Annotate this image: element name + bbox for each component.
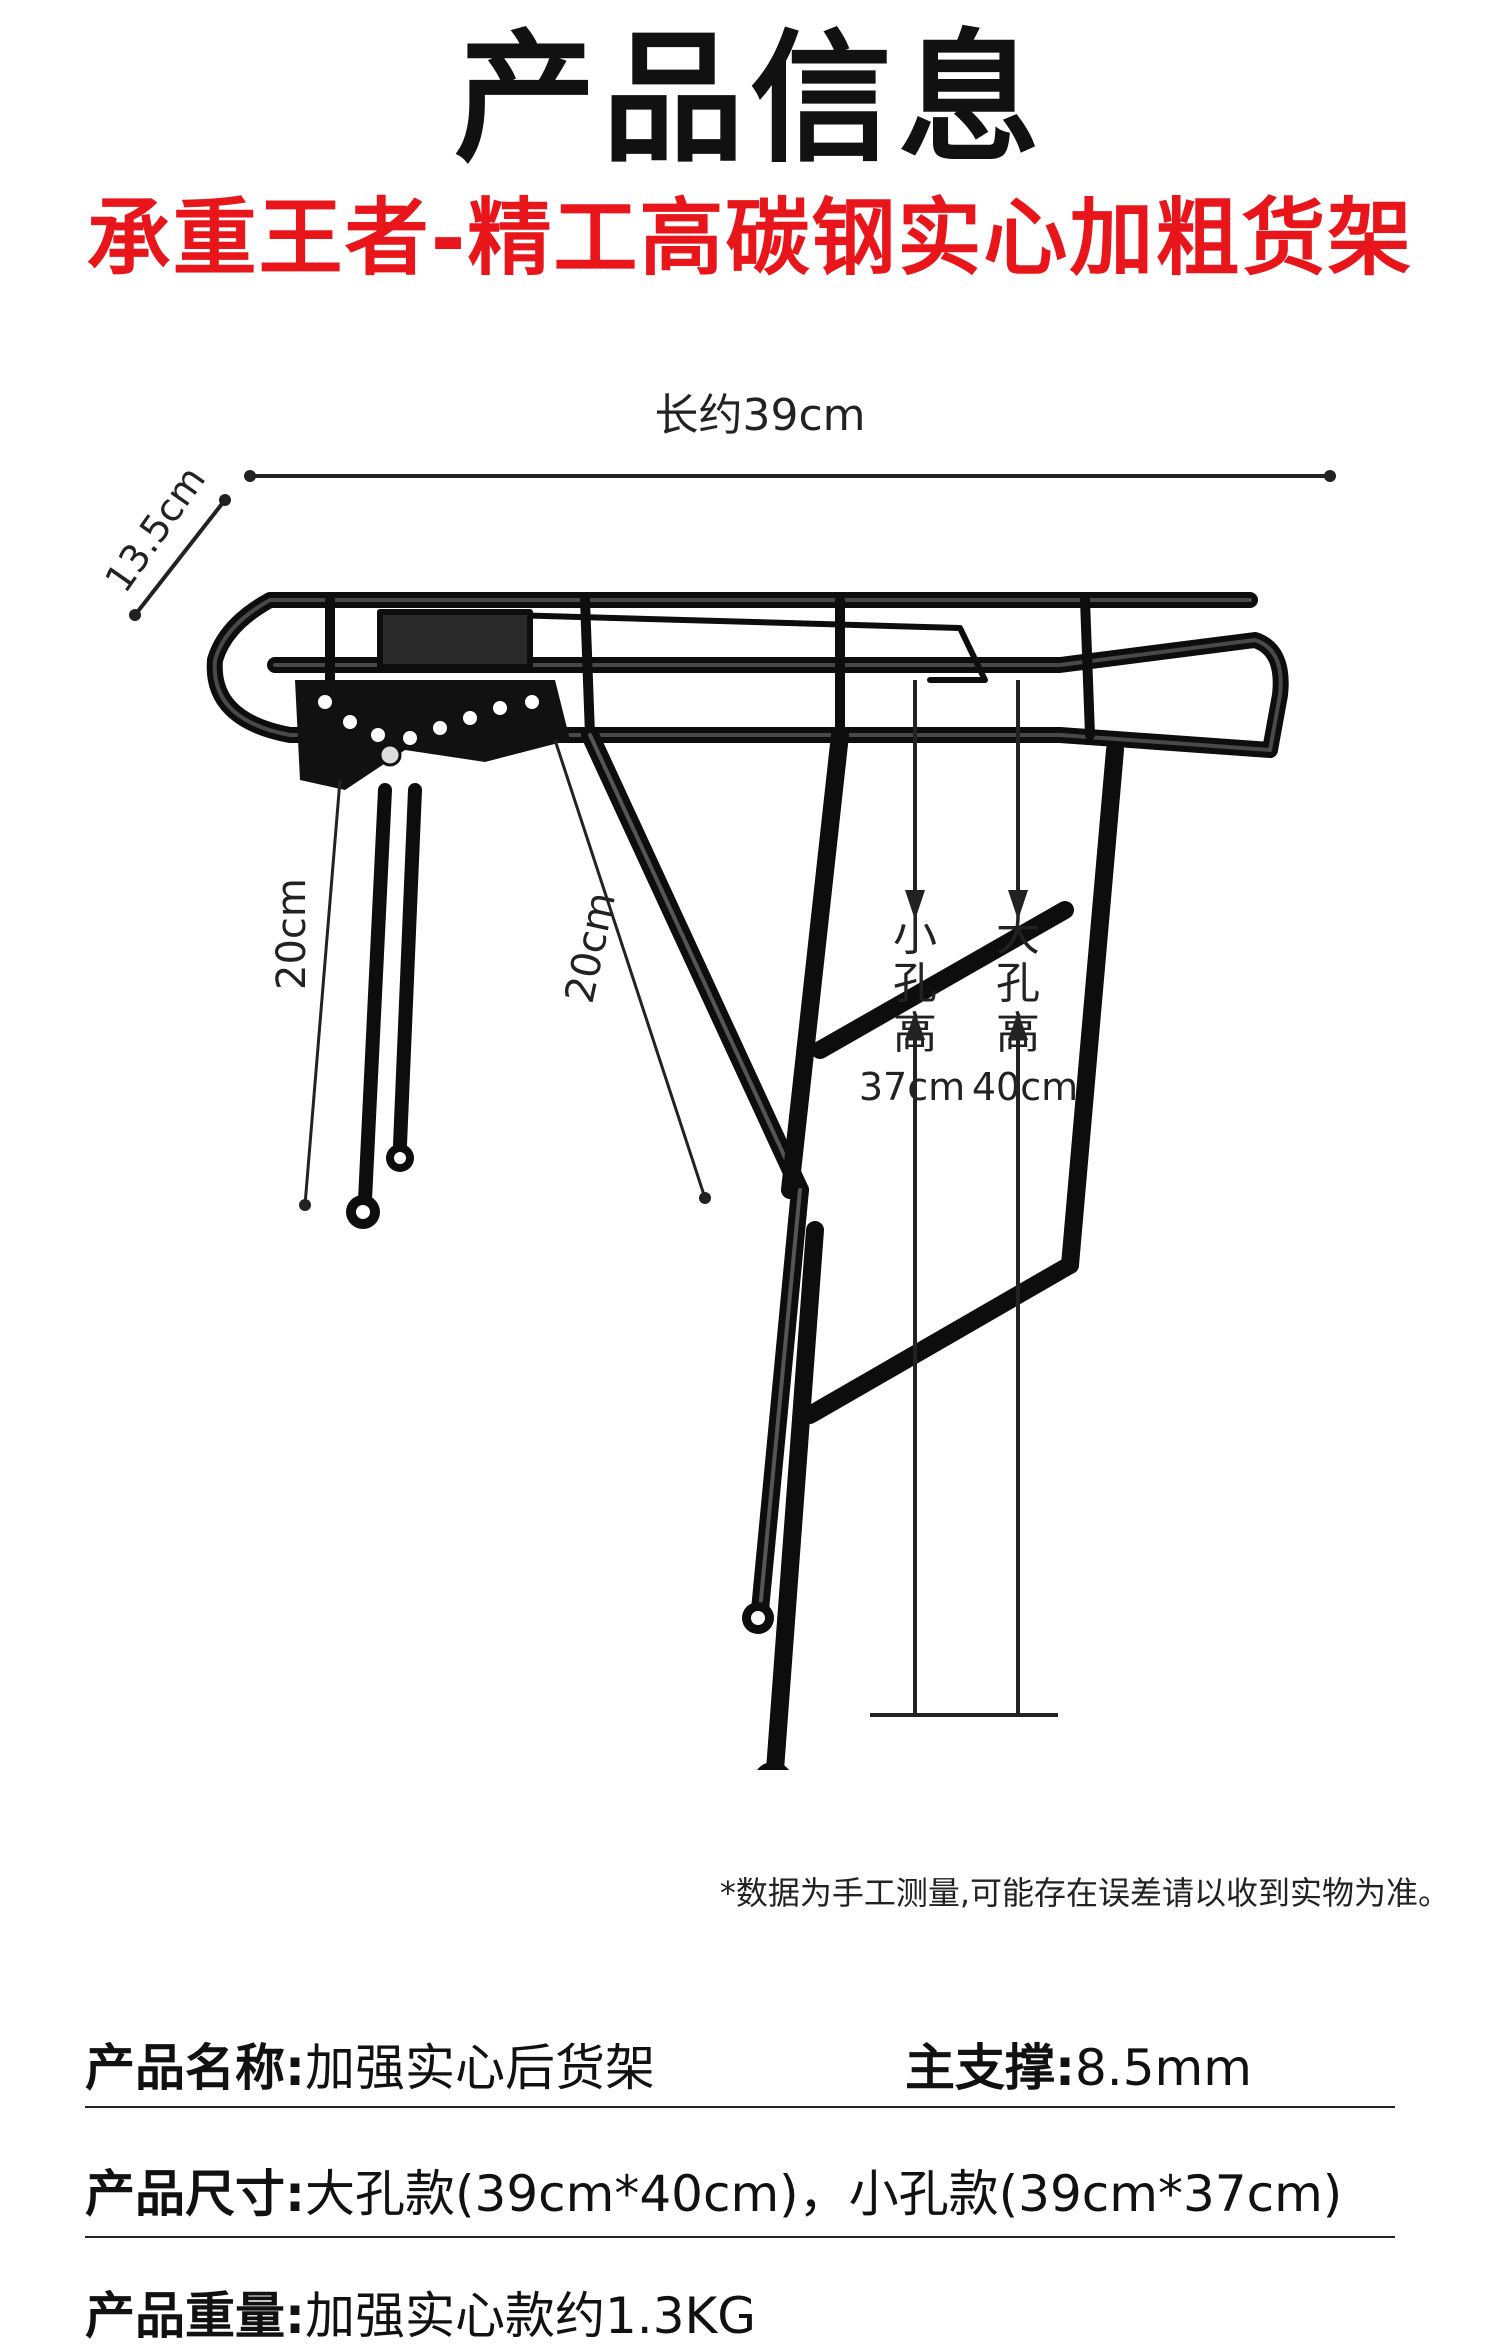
product-subtitle: 承重王者-精工高碳钢实心加粗货架 (86, 189, 1414, 287)
rear-rack (206, 592, 1289, 1770)
rack-diagram: 长约39cm 13.5cm (96, 390, 1336, 1770)
spec-size-value: 大孔款(39cm*40cm)，小孔款(39cm*37cm) (305, 2165, 1343, 2223)
spec-row-weight: 产品重量:加强实心款约1.3KG (85, 2276, 1395, 2348)
strut-left-label: 20cm (269, 878, 315, 990)
length-label: 长约39cm (654, 390, 865, 441)
large-hole-height-label: 大 孔 高 40cm (972, 910, 1078, 1109)
width-dimension-line (133, 498, 227, 617)
small-hole-height-label: 小 孔 高 37cm (859, 910, 965, 1109)
svg-text:小: 小 (893, 910, 937, 961)
svg-text:高: 高 (996, 1008, 1040, 1059)
spec-row-size: 产品尺寸:大孔款(39cm*40cm)，小孔款(39cm*37cm) (85, 2154, 1395, 2226)
spec-divider (85, 2106, 1395, 2108)
svg-text:40cm: 40cm (972, 1065, 1078, 1109)
svg-text:孔: 孔 (893, 958, 937, 1009)
spec-support-value: 8.5mm (1075, 2039, 1252, 2097)
measurement-note: *数据为手工测量,可能存在误差请以收到实物为准。 (719, 1874, 1450, 1912)
width-label: 13.5cm (96, 458, 214, 600)
page-title: 产品信息 (454, 17, 1046, 182)
spec-divider (85, 2236, 1395, 2238)
svg-text:大: 大 (996, 910, 1040, 961)
svg-text:37cm: 37cm (859, 1065, 965, 1109)
strut-right-label: 20cm (557, 888, 625, 1007)
spec-name-value: 加强实心后货架 (305, 2039, 655, 2097)
svg-text:孔: 孔 (996, 958, 1040, 1009)
spec-support-key: 主支撑: (905, 2039, 1075, 2097)
spec-size-key: 产品尺寸: (85, 2165, 305, 2223)
spec-name-key: 产品名称: (85, 2039, 305, 2097)
height-arrows (870, 680, 1058, 1717)
strut-left-dimension-line (303, 779, 342, 1206)
mount-plate-holes (318, 695, 539, 745)
spec-row-name: 产品名称:加强实心后货架 主支撑:8.5mm (85, 2028, 1395, 2100)
spec-weight-value: 加强实心款约1.3KG (305, 2287, 757, 2345)
mount-eyelets (346, 1144, 789, 1770)
spec-weight-key: 产品重量: (85, 2287, 305, 2345)
bolt-icon (378, 743, 402, 767)
svg-text:高: 高 (893, 1008, 937, 1059)
strut-right-dimension-line (553, 739, 707, 1199)
